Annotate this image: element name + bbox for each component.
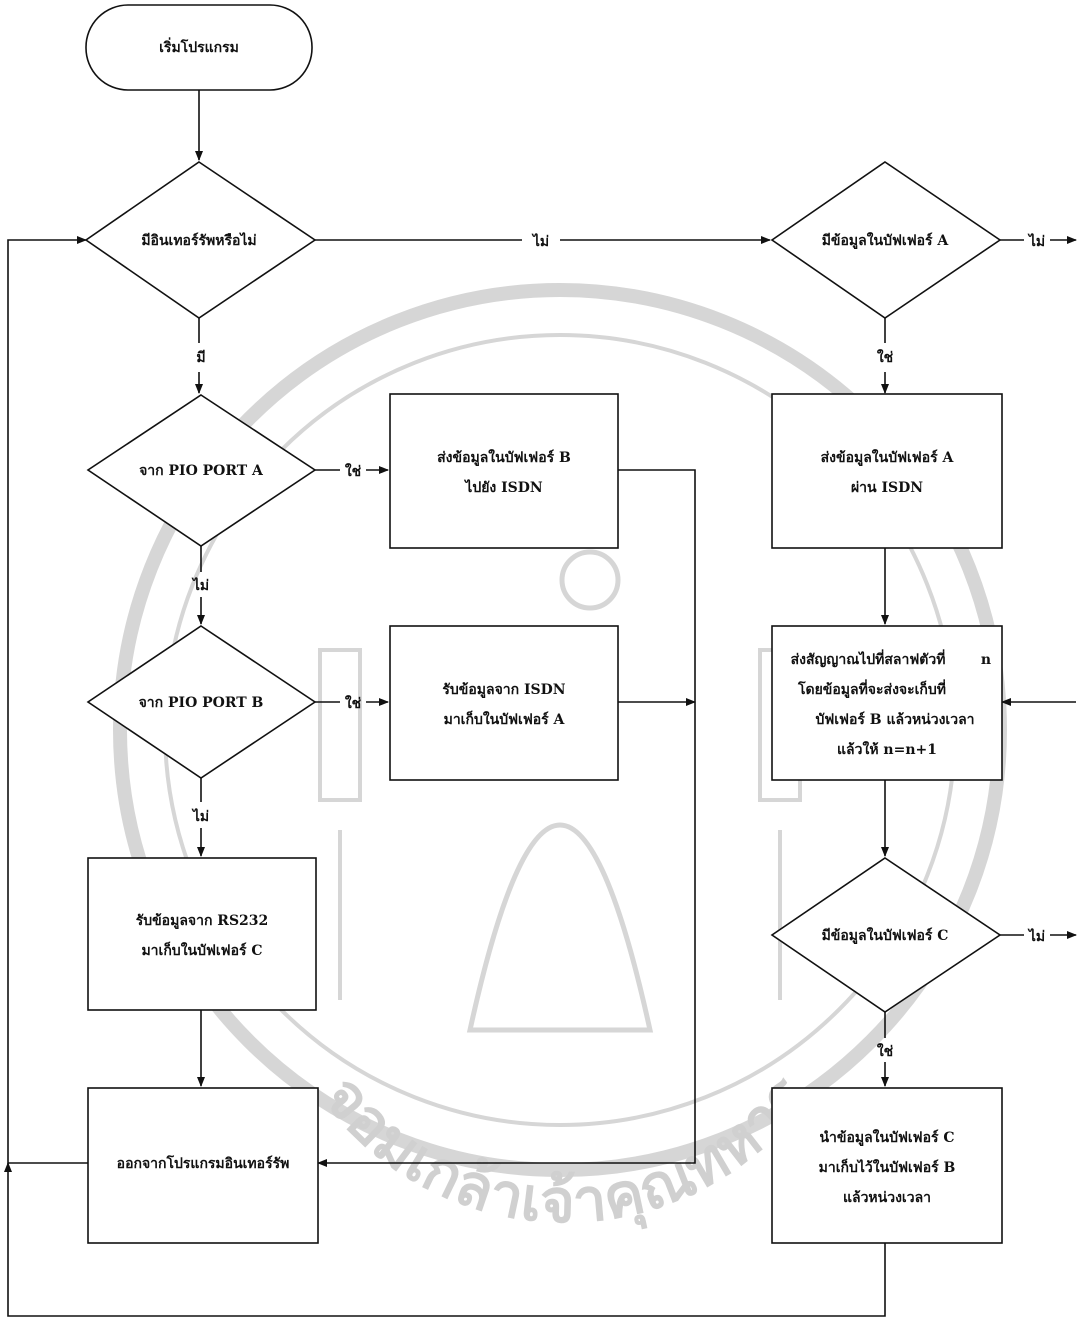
decision-pio-port-a-label: จาก PIO PORT A [139, 463, 264, 479]
edge-label-buffer-c-yes: ใช่ [877, 1042, 894, 1060]
process-move-buffer-c-line1: นำข้อมูลในบัฟเฟอร์ C [819, 1128, 954, 1146]
decision-pio-port-b: จาก PIO PORT B [86, 625, 317, 779]
decision-interrupt: มีอินเทอร์รัพหรือไม่ [84, 161, 317, 319]
process-send-buffer-a-line2: ผ่าน ISDN [851, 480, 923, 496]
process-exit-interrupt-label: ออกจากโปรแกรมอินเทอร์รัพ [117, 1154, 290, 1172]
process-receive-isdn-line2: มาเก็บในบัฟเฟอร์ A [444, 710, 566, 728]
edge-label-buffer-a-yes: ใช่ [877, 348, 894, 366]
process-send-buffer-b-line2: ไปยัง ISDN [463, 478, 543, 496]
decision-interrupt-label: มีอินเทอร์รัพหรือไม่ [141, 231, 256, 249]
edge-label-port-b-no: ไม่ [191, 807, 209, 825]
decision-buffer-c: มีข้อมูลในบัฟเฟอร์ C [770, 857, 1002, 1013]
process-signal-slave: ส่งสัญญาณไปที่สลาฟตัวที่ n โดยข้อมูลที่จ… [771, 625, 1003, 781]
process-signal-slave-line1: ส่งสัญญาณไปที่สลาฟตัวที่ [791, 649, 946, 668]
process-move-buffer-c-line2: มาเก็บไว้ในบัฟเฟอร์ B [819, 1158, 956, 1176]
edge-label-port-a-no: ไม่ [191, 576, 209, 594]
process-signal-slave-line2: โดยข้อมูลที่จะส่งจะเก็บที่ [797, 679, 946, 698]
edge-label-port-b-yes: ใช่ [345, 694, 362, 712]
process-signal-slave-line4: แล้วให้ n=n+1 [837, 740, 937, 758]
process-send-buffer-b: ส่งข้อมูลในบัฟเฟอร์ B ไปยัง ISDN [389, 393, 619, 549]
process-signal-slave-line3: บัฟเฟอร์ B แล้วหน่วงเวลา [815, 711, 974, 728]
connectors [3, 90, 1077, 1317]
edge-label-interrupt-yes: มี [196, 350, 205, 366]
process-send-buffer-b-line1: ส่งข้อมูลในบัฟเฟอร์ B [437, 448, 571, 466]
process-receive-isdn-line1: รับข้อมูลจาก ISDN [442, 682, 565, 698]
process-receive-rs232-line2: มาเก็บในบัฟเฟอร์ C [141, 941, 262, 959]
edge-label-port-a-yes: ใช่ [345, 462, 362, 480]
process-move-buffer-c-line3: แล้วหน่วงเวลา [843, 1190, 931, 1206]
edge-label-buffer-a-no: ไม่ [1027, 232, 1045, 250]
process-move-buffer-c: นำข้อมูลในบัฟเฟอร์ C มาเก็บไว้ในบัฟเฟอร์… [771, 1087, 1003, 1244]
edge-label-interrupt-no: ไม่ [531, 232, 549, 250]
watermark-text: จอมเกล้าเจ้าคุณทหาร [309, 1063, 820, 1238]
process-exit-interrupt: ออกจากโปรแกรมอินเทอร์รัพ [87, 1087, 319, 1244]
start-terminator: เริ่มโปรแกรม [85, 4, 313, 91]
process-send-buffer-a: ส่งข้อมูลในบัฟเฟอร์ A ผ่าน ISDN [771, 393, 1003, 549]
process-signal-slave-n: n [981, 652, 991, 668]
process-receive-rs232: รับข้อมูลจาก RS232 มาเก็บในบัฟเฟอร์ C [87, 857, 317, 1011]
process-receive-rs232-line1: รับข้อมูลจาก RS232 [136, 913, 269, 929]
edge-labels: ไม่ ไม่ มี ใช่ ใช่ ไม่ ใช่ ไม่ ไม่ ใช่ [191, 232, 1045, 1060]
decision-buffer-a: มีข้อมูลในบัฟเฟอร์ A [770, 161, 1002, 319]
edge-label-buffer-c-no: ไม่ [1027, 927, 1045, 945]
process-send-buffer-a-line1: ส่งข้อมูลในบัฟเฟอร์ A [821, 448, 955, 466]
decision-pio-port-b-label: จาก PIO PORT B [139, 695, 264, 711]
decision-pio-port-a: จาก PIO PORT A [86, 394, 317, 547]
start-label: เริ่มโปรแกรม [159, 37, 239, 56]
decision-buffer-c-label: มีข้อมูลในบัฟเฟอร์ C [822, 926, 949, 944]
process-receive-isdn: รับข้อมูลจาก ISDN มาเก็บในบัฟเฟอร์ A [389, 625, 619, 781]
decision-buffer-a-label: มีข้อมูลในบัฟเฟอร์ A [822, 231, 950, 249]
